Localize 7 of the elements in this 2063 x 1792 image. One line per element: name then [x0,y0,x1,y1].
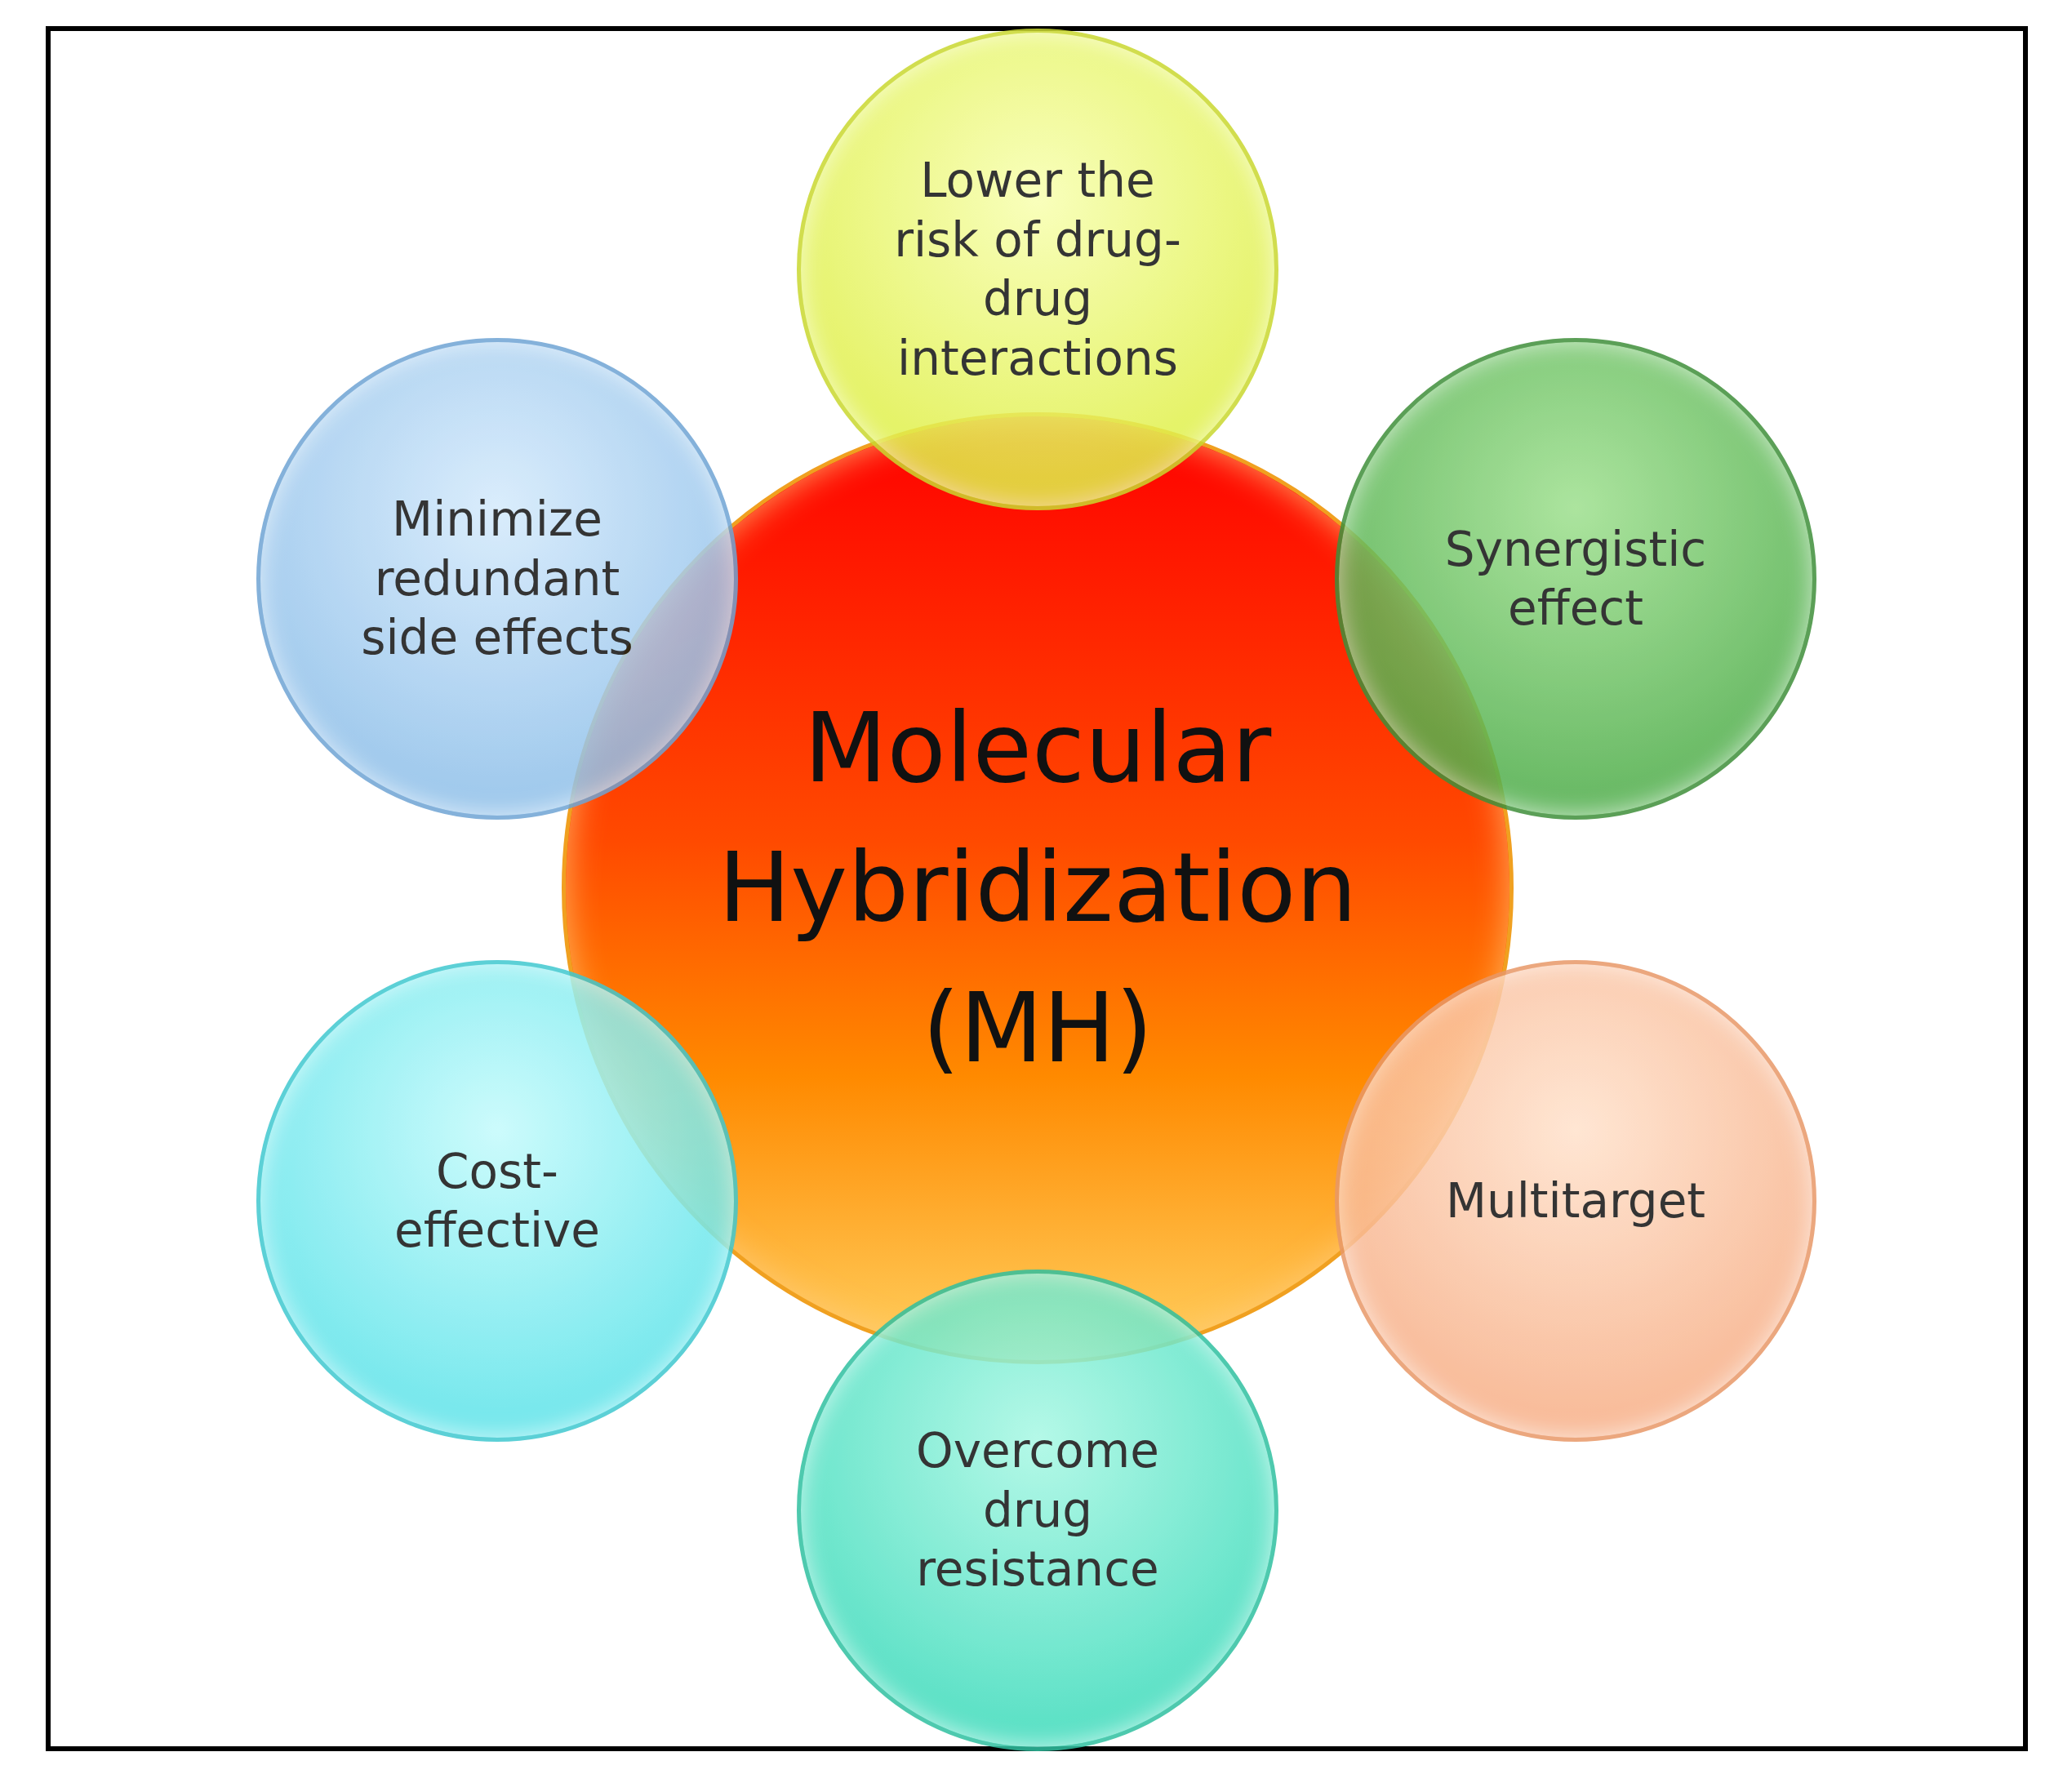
circle-label: Lower the risk of drug-drug interactions [893,152,1182,388]
circle-label: Multitarget [1445,1172,1706,1230]
hub-title: Molecular Hybridization (MH) [717,691,1358,1086]
circle-label: Overcome drug resistance [915,1422,1160,1599]
circle-label: Synergistic effect [1443,520,1708,638]
circle-label: Minimize redundant side effects [360,491,634,668]
circle-label: Cost-effective [393,1142,602,1260]
